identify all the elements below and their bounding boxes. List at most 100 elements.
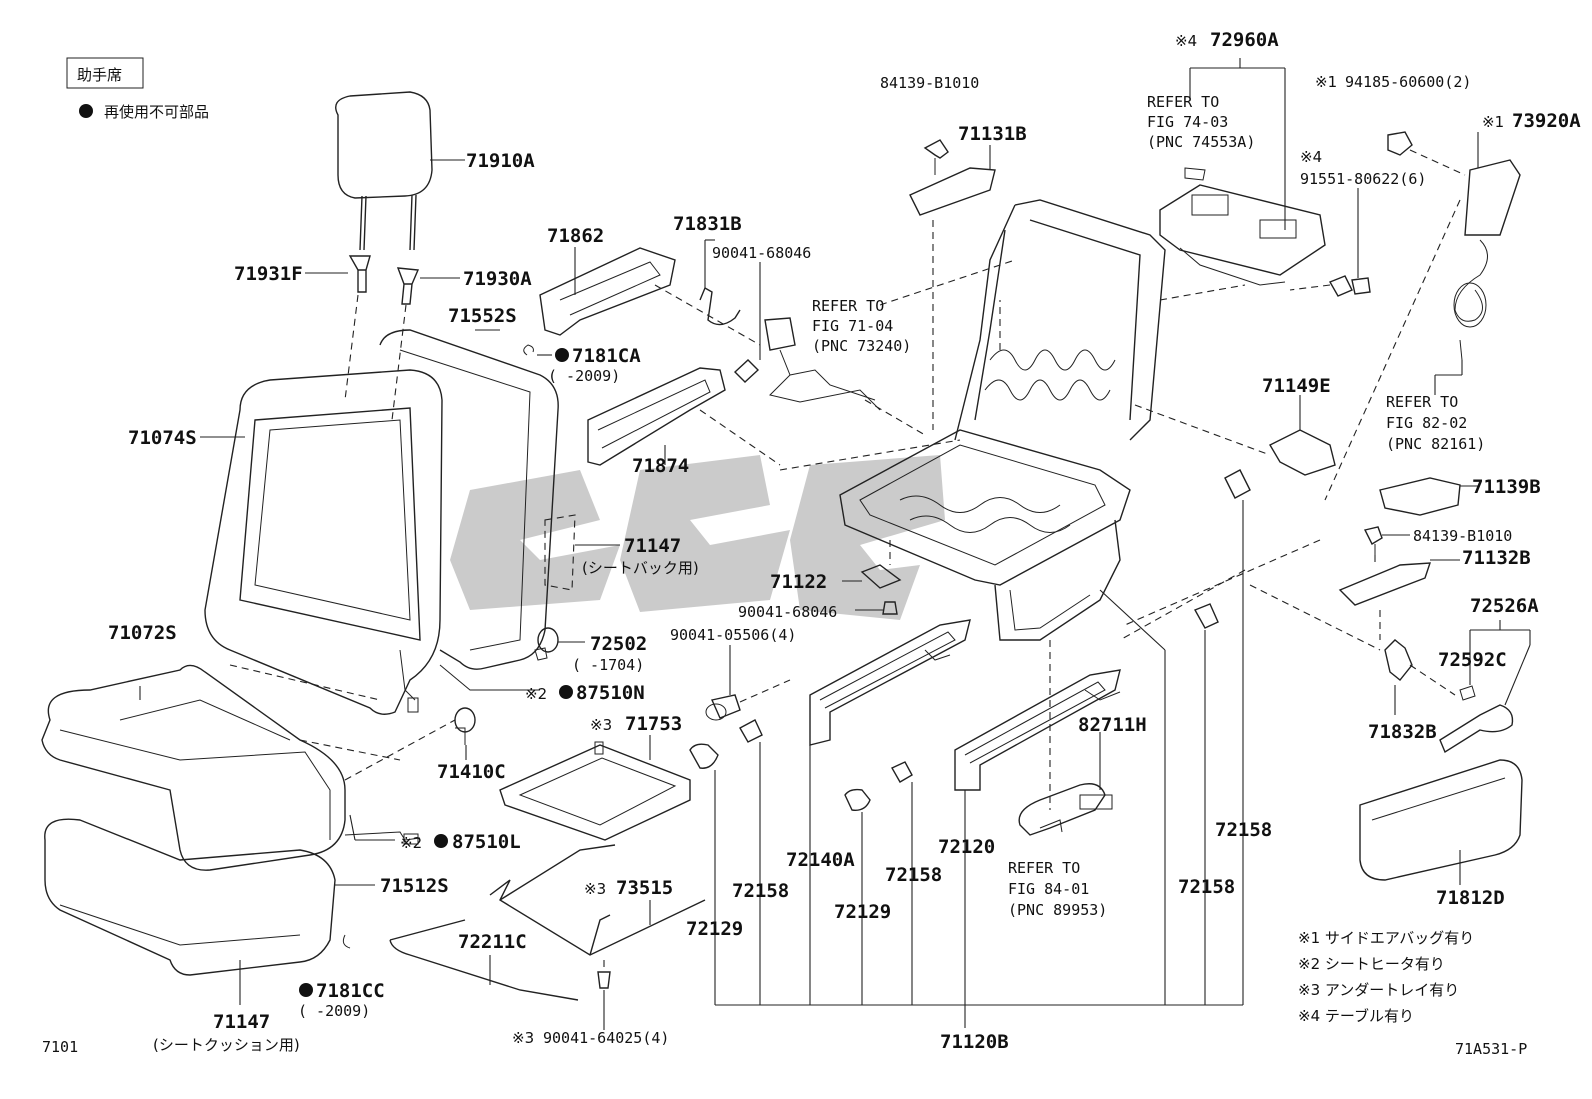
label-72158-b: 72158 xyxy=(885,864,942,886)
label-72502-range: ( -1704) xyxy=(572,656,644,674)
mark-94185: ※1 xyxy=(1315,73,1337,91)
ref-84-01-line2: FIG 84-01 xyxy=(1008,880,1089,898)
label-73515: 73515 xyxy=(616,877,673,899)
seat-cushion-cover xyxy=(41,664,421,871)
label-73920A: 73920A xyxy=(1512,110,1581,132)
seatback-pad xyxy=(379,329,559,713)
label-71074S: 71074S xyxy=(128,427,197,449)
label-90041-68046-b: 90041-68046 xyxy=(738,603,837,621)
label-71147-back-note: (シートバック用) xyxy=(582,559,699,577)
label-91551: 91551-80622(6) xyxy=(1300,170,1426,188)
ref-fig-82-02: REFER TO FIG 82-02 (PNC 82161) xyxy=(1386,393,1485,453)
label-71120B: 71120B xyxy=(940,1031,1009,1053)
label-71812D: 71812D xyxy=(1436,887,1505,909)
label-71753: 71753 xyxy=(625,713,682,735)
label-71874: 71874 xyxy=(632,455,689,477)
label-90041-68046-a: 90041-68046 xyxy=(712,244,811,262)
bolt-90041-05506 xyxy=(705,645,791,721)
bracket-71862 xyxy=(539,247,761,346)
mark-72960A: ※4 xyxy=(1175,32,1197,50)
label-7181CC: 7181CC xyxy=(316,980,385,1002)
label-71132B: 71132B xyxy=(1462,547,1531,569)
label-72526A: 72526A xyxy=(1470,595,1539,617)
label-71131B: 71131B xyxy=(958,123,1027,145)
bracket-71122 xyxy=(842,540,902,615)
label-71139B: 71139B xyxy=(1472,476,1541,498)
label-71072S: 71072S xyxy=(108,622,177,644)
clip-7181CA xyxy=(523,344,569,362)
label-7181CA-range: ( -2009) xyxy=(548,367,620,385)
legend-non-reusable: 再使用不可部品 xyxy=(104,103,209,121)
label-71931F: 71931F xyxy=(234,263,303,285)
ref-71-04-line1: REFER TO xyxy=(812,297,884,315)
bracket-71149E xyxy=(1134,395,1336,476)
figure-number: 7101 xyxy=(42,1038,78,1056)
note-1: ※1 サイドエアバッグ有り xyxy=(1298,929,1474,947)
label-71512S: 71512S xyxy=(380,875,449,897)
label-71831B: 71831B xyxy=(673,213,742,235)
seatback-cover xyxy=(200,369,443,715)
label-71122: 71122 xyxy=(770,571,827,593)
rail-clips xyxy=(689,469,1321,1006)
label-71832B: 71832B xyxy=(1368,721,1437,743)
non-reusable-dot-icon xyxy=(555,348,569,362)
label-71862: 71862 xyxy=(547,225,604,247)
label-90041-64025: 90041-64025(4) xyxy=(543,1029,669,1047)
label-87510N: 87510N xyxy=(576,682,645,704)
note-2: ※2 シートヒータ有り xyxy=(1298,955,1445,973)
note-4: ※4 テーブル有り xyxy=(1298,1007,1414,1025)
label-72158-d: 72158 xyxy=(1178,876,1235,898)
wire-73515 xyxy=(489,844,706,1030)
part-labels: 71910A 71931F 71930A 71552S 71074S 71862… xyxy=(108,29,1581,1054)
label-72158-a: 72158 xyxy=(732,880,789,902)
label-82711H: 82711H xyxy=(1078,714,1147,736)
cushion-leaders xyxy=(139,664,456,1005)
ref-74-03-line1: REFER TO xyxy=(1147,93,1219,111)
ref-82-02-line1: REFER TO xyxy=(1386,393,1458,411)
label-87510L: 87510L xyxy=(452,831,521,853)
label-71149E: 71149E xyxy=(1262,375,1331,397)
table-72960A xyxy=(1159,58,1331,301)
mark-90041-64025: ※3 xyxy=(512,1029,534,1047)
bolt-91551 xyxy=(1328,188,1371,297)
label-72140A: 72140A xyxy=(786,849,855,871)
seat-rail-left xyxy=(809,619,971,1005)
label-71147-back: 71147 xyxy=(624,535,681,557)
lever-parts xyxy=(1249,584,1531,754)
label-72129-a: 72129 xyxy=(686,918,743,940)
ref-fig-74-03: REFER TO FIG 74-03 (PNC 74553A) xyxy=(1147,93,1255,151)
label-71147-cushion: 71147 xyxy=(213,1011,270,1033)
airbag-73920A xyxy=(1324,132,1521,501)
label-72158-c: 72158 xyxy=(1215,819,1272,841)
ref-74-03-line2: FIG 74-03 xyxy=(1147,113,1228,131)
label-72502: 72502 xyxy=(590,633,647,655)
mark-73515: ※3 xyxy=(584,880,606,898)
label-72592C: 72592C xyxy=(1438,649,1507,671)
ref-74-03-line3: (PNC 74553A) xyxy=(1147,133,1255,151)
bracket-71874 xyxy=(587,367,781,466)
ref-82-02-line2: FIG 82-02 xyxy=(1386,414,1467,432)
label-71552S: 71552S xyxy=(448,305,517,327)
mark-73920A: ※1 xyxy=(1482,113,1504,131)
nut-94185 xyxy=(1387,131,1466,176)
non-reusable-dot-icon xyxy=(299,983,313,997)
mark-91551: ※4 xyxy=(1300,148,1322,166)
label-84139-B1010-b: 84139-B1010 xyxy=(1413,527,1512,545)
seat-frame xyxy=(839,199,1166,1005)
non-reusable-dot-icon xyxy=(559,685,573,699)
label-84139-B1010-a: 84139-B1010 xyxy=(880,74,979,92)
back-pad-71147 xyxy=(544,514,620,591)
label-71910A: 71910A xyxy=(466,150,535,172)
label-71930A: 71930A xyxy=(463,268,532,290)
harness-82711H xyxy=(1018,640,1113,836)
label-72211C: 72211C xyxy=(458,931,527,953)
note-3: ※3 アンダートレイ有り xyxy=(1298,981,1459,999)
label-94185: 94185-60600(2) xyxy=(1345,73,1471,91)
wire-72211C xyxy=(389,919,579,1001)
cover-71812D xyxy=(1359,759,1523,885)
label-72129-b: 72129 xyxy=(834,901,891,923)
headrest xyxy=(305,91,465,421)
mark-71753: ※3 xyxy=(590,716,612,734)
label-72120: 72120 xyxy=(938,836,995,858)
